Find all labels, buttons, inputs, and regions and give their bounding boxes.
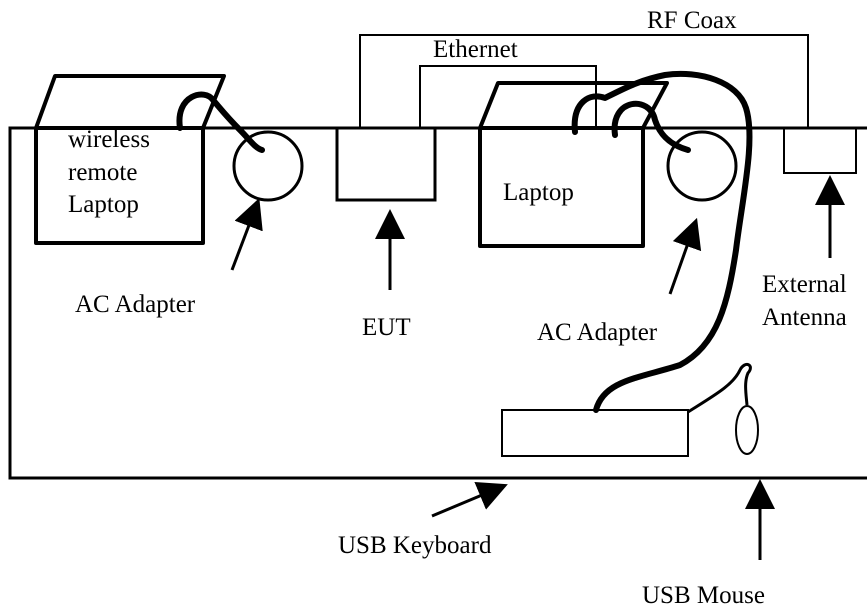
usb-mouse-label: USB Mouse [642,582,765,609]
external-antenna-label-line2: Antenna [762,304,847,331]
arrow-usb-keyboard [431,481,508,518]
arrow-ac-adapter-right [668,217,702,295]
external-antenna-box [783,127,857,174]
ac-adapter-left [232,130,304,202]
wireless-laptop-adapter-cable [176,91,265,153]
ac-adapter-right [666,130,738,202]
eut-box [335,126,437,202]
usb-keyboard-label: USB Keyboard [338,532,492,559]
laptop-label: Laptop [503,179,574,206]
wireless-laptop-label-line3: Laptop [68,191,139,218]
external-antenna-label-line1: External [762,271,847,298]
usb-mouse [735,405,759,455]
laptop [478,81,669,248]
ac-adapter-right-label: AC Adapter [537,319,658,346]
eut-label: EUT [362,314,411,341]
wireless-laptop-label-line2: remote [68,159,137,186]
wireless-laptop-label-line1: wireless [68,126,150,153]
arrow-ac-adapter-left [230,197,263,271]
rf-coax-cable [359,34,809,128]
keyboard-cable [571,70,753,413]
laptop-adapter-cable [611,100,691,153]
table-outline [8,126,867,480]
ac-adapter-left-label: AC Adapter [75,291,196,318]
mouse-cable [687,362,752,414]
usb-keyboard [501,409,689,457]
ethernet-cable [419,65,597,128]
ethernet-label: Ethernet [433,36,518,63]
rf-coax-label: RF Coax [647,7,737,34]
